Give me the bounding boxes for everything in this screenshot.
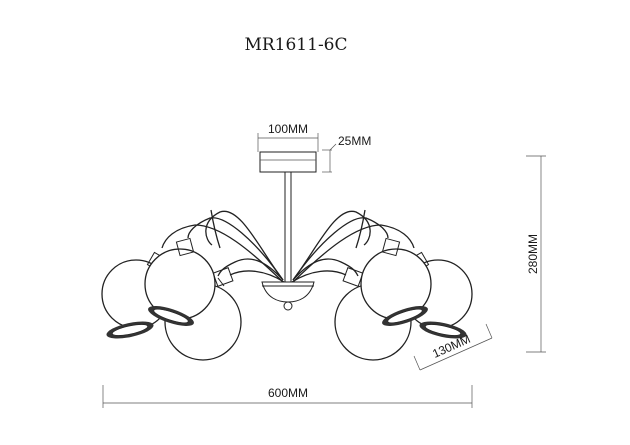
model-title: MR1611-6C	[244, 35, 347, 55]
overall-height-label: 280MM	[526, 234, 540, 274]
globe-right-front	[360, 237, 432, 326]
overall-width-dimension: 600MM	[102, 385, 473, 408]
left-arms	[161, 209, 285, 283]
globe-left-front	[144, 237, 216, 326]
canopy-width-dimension: 100MM	[257, 122, 319, 152]
right-arms	[291, 209, 415, 283]
canopy-height-label: 25MM	[338, 134, 371, 148]
canopy	[259, 151, 317, 173]
center-hub	[261, 281, 315, 311]
overall-height-dimension: 280MM	[526, 155, 546, 353]
stem	[284, 172, 292, 282]
overall-width-label: 600MM	[268, 386, 308, 400]
canopy-width-label: 100MM	[268, 122, 308, 136]
canopy-height-dimension: 25MM	[322, 134, 371, 173]
